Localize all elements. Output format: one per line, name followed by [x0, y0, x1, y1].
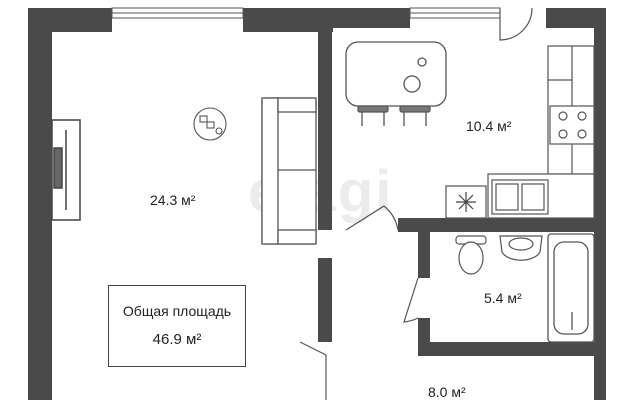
wall-top-kitchen	[318, 8, 410, 28]
toilet	[455, 235, 487, 275]
door-kitchen-entry	[499, 7, 533, 41]
door-hall	[299, 341, 327, 400]
wall-left	[28, 8, 52, 400]
total-area-label: Общая площадь	[122, 303, 232, 319]
kitchen-table	[345, 41, 447, 126]
door-bath	[403, 277, 419, 323]
kitchen-counter	[445, 45, 595, 219]
wall-mid-upper	[318, 8, 332, 230]
fan-icon	[193, 107, 227, 141]
bath-sink	[499, 235, 543, 261]
door-kitchen	[345, 205, 399, 231]
walls	[28, 8, 606, 400]
room-label-hall: 8.0 м²	[428, 384, 466, 400]
wall-top-right	[546, 8, 606, 28]
doors	[299, 7, 533, 400]
stove	[549, 105, 595, 145]
snowflake-icon	[456, 192, 476, 212]
sofa	[261, 97, 317, 245]
left-window-frame	[51, 119, 81, 221]
wall-bath-left-top	[418, 218, 430, 278]
room-label-bathroom: 5.4 м²	[484, 290, 522, 306]
wall-right	[594, 8, 606, 400]
wall-top-left	[28, 8, 112, 32]
wall-bath-top-a	[398, 218, 598, 232]
room-label-living: 24.3 м²	[150, 192, 196, 208]
room-label-kitchen: 10.4 м²	[466, 118, 512, 134]
wall-mid-lower	[318, 258, 332, 342]
total-area-value: 46.9 м²	[152, 331, 202, 348]
wall-bath-bottom	[418, 342, 604, 356]
total-area-box: Общая площадь 46.9 м²	[108, 285, 246, 367]
bathtub	[547, 233, 595, 343]
